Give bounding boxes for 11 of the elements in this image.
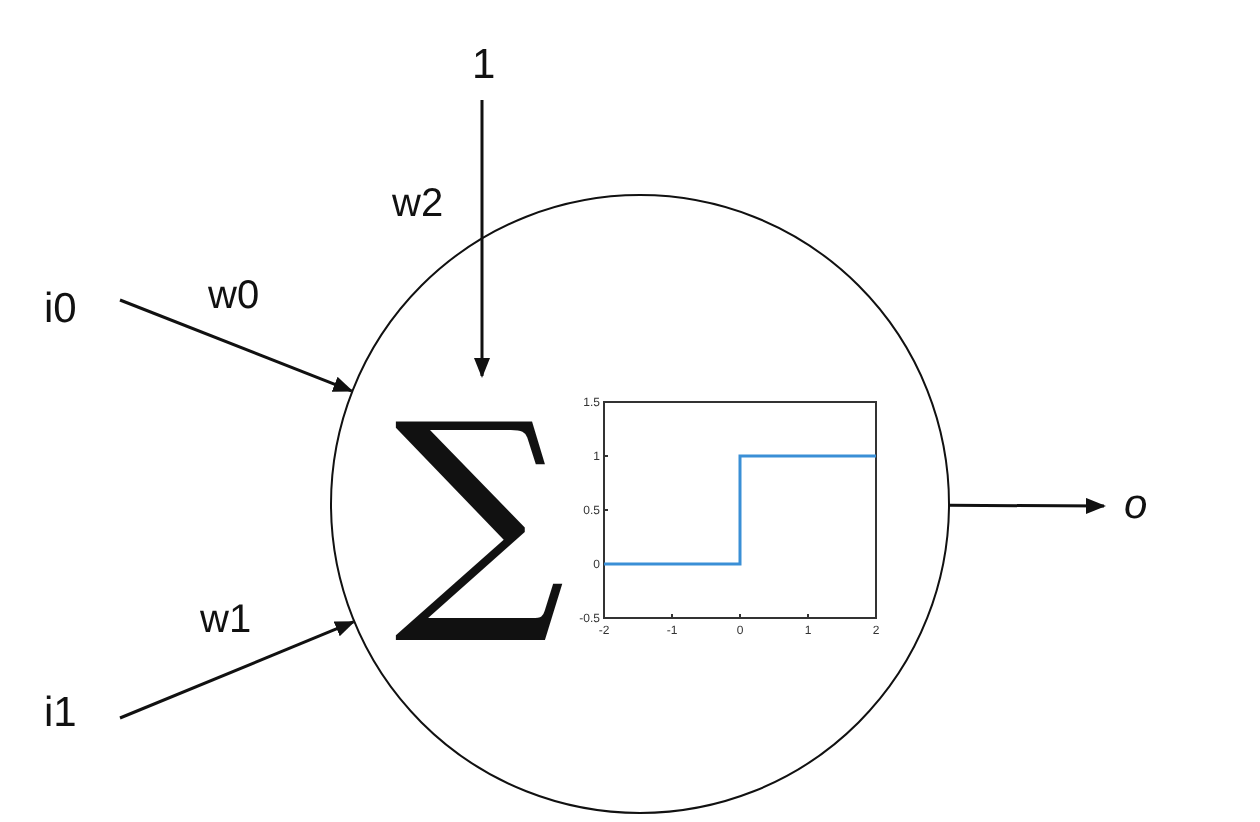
- arrow: [474, 100, 490, 378]
- input-label: 1: [472, 44, 496, 86]
- arrow: [950, 497, 1106, 514]
- arrow: [119, 298, 354, 393]
- arrow: [119, 620, 356, 720]
- output-label: o: [1124, 484, 1148, 526]
- weight-label: w1: [200, 600, 252, 640]
- input-label: i1: [44, 692, 77, 734]
- input-label: i0: [44, 288, 77, 330]
- weight-label: w0: [208, 276, 260, 316]
- weight-label: w2: [392, 184, 444, 224]
